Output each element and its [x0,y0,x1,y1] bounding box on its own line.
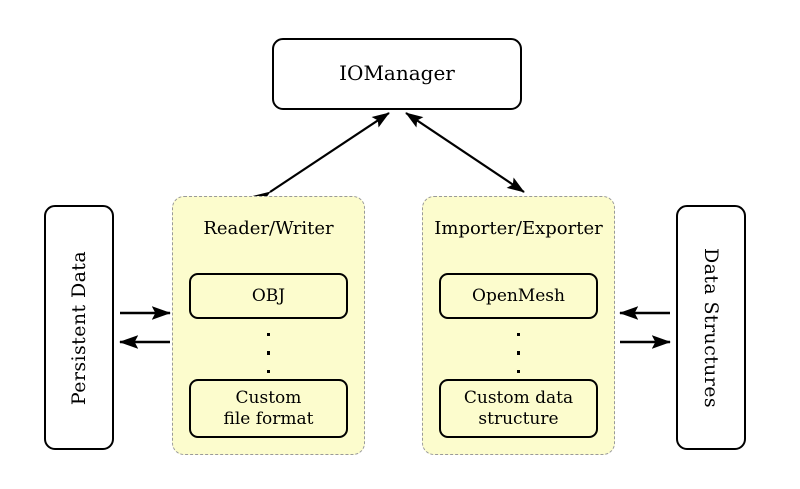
arrow-manager-importer [405,112,525,193]
obj-label: OBJ [251,285,286,306]
custom-file-format-line2: file format [223,408,314,429]
openmesh-label: OpenMesh [472,285,565,306]
custom-file-format-line1: Custom [235,387,302,408]
ellipsis-dot [516,351,521,355]
iomanager-label: IOManager [339,61,455,86]
ellipsis-reader-writer [173,333,364,373]
node-obj[interactable]: OBJ [189,273,348,319]
custom-data-structure-line1: Custom data [463,387,574,408]
ellipsis-dot [266,351,271,355]
ellipsis-dot [266,369,271,373]
data-structures-label: Data Structures [700,247,722,408]
custom-data-structure-label: Custom data structure [464,388,573,429]
persistent-data-label: Persistent Data [68,250,90,405]
group-importer-exporter: Importer/Exporter OpenMesh Custom data s… [422,196,615,455]
node-persistent-data[interactable]: Persistent Data [44,205,114,450]
node-custom-file-format[interactable]: Custom file format [189,379,348,438]
arrow-manager-readerwriter [252,112,390,207]
custom-file-format-label: Custom file format [224,388,314,429]
node-data-structures[interactable]: Data Structures [676,205,746,450]
ellipsis-importer-exporter [423,333,614,373]
node-openmesh[interactable]: OpenMesh [439,273,598,319]
group-reader-writer-title: Reader/Writer [203,218,334,239]
ellipsis-dot [516,333,521,337]
ellipsis-dot [516,369,521,373]
custom-data-structure-line2: structure [478,408,559,429]
ellipsis-dot [266,333,271,337]
group-reader-writer: Reader/Writer OBJ Custom file format [172,196,365,455]
node-custom-data-structure[interactable]: Custom data structure [439,379,598,438]
node-iomanager[interactable]: IOManager [272,38,522,110]
group-importer-exporter-title: Importer/Exporter [434,218,603,239]
